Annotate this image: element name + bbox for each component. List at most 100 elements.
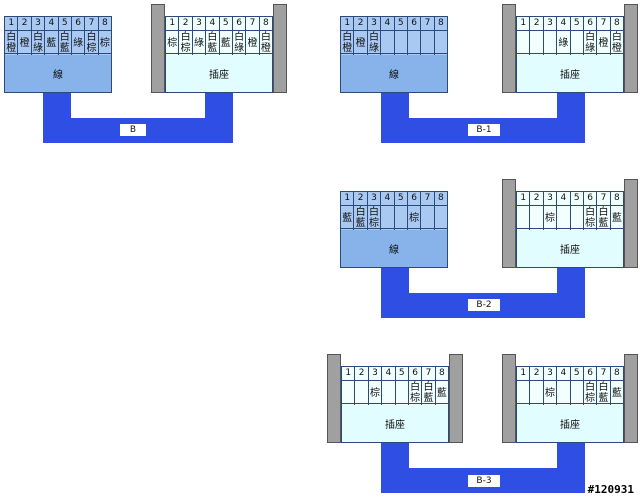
pin-color: 白綠 xyxy=(585,32,596,54)
pin-color: 棕 xyxy=(544,387,555,399)
pin-color: 白綠 xyxy=(234,32,245,54)
pin-color: 綠 xyxy=(558,37,569,49)
socket-bracket xyxy=(273,4,287,93)
pin-color xyxy=(517,381,529,405)
pin-color: 藍 xyxy=(611,387,622,399)
socket-bracket xyxy=(449,354,463,443)
pin-cell: 5 xyxy=(393,17,407,55)
cable-tube xyxy=(557,443,585,493)
pin-color: 白藍 xyxy=(598,382,609,404)
pin-color: 棕 xyxy=(99,37,110,49)
pin-color xyxy=(395,206,407,230)
pin-cell: 4 xyxy=(380,17,394,55)
pin-cell: 4 xyxy=(556,192,570,230)
pin-cell: 1 xyxy=(517,367,530,405)
socket-bracket xyxy=(327,354,341,443)
connector-caption: 插座 xyxy=(517,403,623,442)
pin-color xyxy=(517,31,529,55)
pin-cell: 6 xyxy=(406,17,421,55)
pin-color xyxy=(557,206,569,230)
pin-color xyxy=(530,206,542,230)
socket-bracket xyxy=(502,354,516,443)
pin-cell: 2 xyxy=(529,17,543,55)
pin-cell: 5 xyxy=(569,367,583,405)
diagram-label: B-1 xyxy=(468,124,500,136)
pin-color: 藍 xyxy=(342,212,353,224)
pin-cell: 1 xyxy=(517,192,530,230)
pin-cell: 7 xyxy=(420,17,434,55)
pin-color: 橙 xyxy=(598,37,609,49)
cable-tube xyxy=(557,268,585,318)
connector-caption: 線 xyxy=(341,228,447,267)
cable-tube xyxy=(205,93,233,143)
pin-color: 白棕 xyxy=(86,32,97,54)
pin-color xyxy=(381,31,393,55)
pin-color xyxy=(408,31,420,55)
connector-caption: 插座 xyxy=(342,403,448,442)
pin-color xyxy=(530,31,542,55)
pin-color: 橙 xyxy=(19,37,30,49)
pin-color: 白橙 xyxy=(260,32,271,54)
socket-bracket xyxy=(502,179,516,268)
pin-cell: 1 xyxy=(517,17,530,55)
pin-color xyxy=(395,31,407,55)
socket-bracket xyxy=(624,354,638,443)
pin-color: 白綠 xyxy=(32,32,43,54)
pin-color: 白藍 xyxy=(59,32,70,54)
pin-color: 白橙 xyxy=(342,32,353,54)
pin-cell: 8 xyxy=(433,192,447,230)
pin-color xyxy=(342,381,354,405)
pin-color xyxy=(571,206,583,230)
pin-color: 白藍 xyxy=(423,382,434,404)
pin-color xyxy=(571,381,583,405)
pin-color: 白棕 xyxy=(368,207,379,229)
pin-cell: 4 xyxy=(380,192,394,230)
connector-caption: 線 xyxy=(341,53,447,92)
pin-color: 白綠 xyxy=(368,32,379,54)
diagram-label: B-3 xyxy=(468,475,500,487)
pin-color: 藍 xyxy=(611,212,622,224)
pin-color: 棕 xyxy=(167,37,178,49)
socket-bracket xyxy=(502,4,516,93)
pin-color xyxy=(530,381,542,405)
pin-color: 白藍 xyxy=(355,207,366,229)
pin-cell: 2 xyxy=(529,192,543,230)
pin-color: 白橙 xyxy=(611,32,622,54)
pin-color xyxy=(382,381,394,405)
connector-caption: 線 xyxy=(5,53,111,92)
pin-cell: 5 xyxy=(569,17,583,55)
pin-cell: 5 xyxy=(393,192,407,230)
socket-bracket xyxy=(151,4,165,93)
pin-cell: 4 xyxy=(556,367,570,405)
